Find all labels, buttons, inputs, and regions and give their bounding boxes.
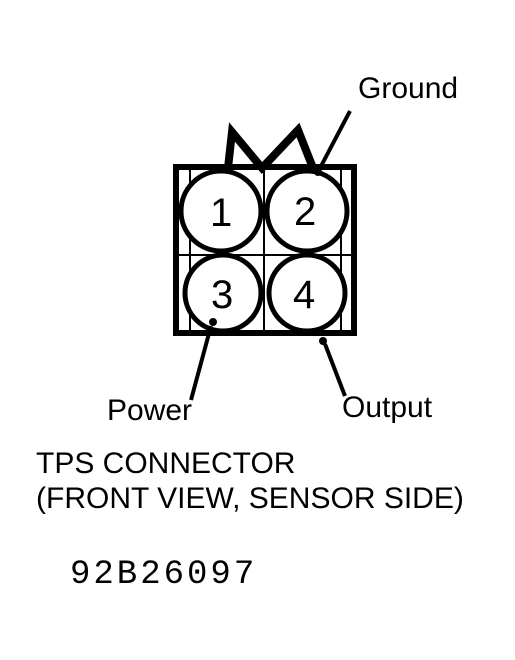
power-leader <box>189 325 213 401</box>
pin-1-number: 1 <box>210 191 233 235</box>
leader-dots <box>209 168 327 345</box>
leader-lines <box>189 110 352 401</box>
caption-title: TPS CONNECTOR <box>36 447 296 480</box>
pin-4-cavity <box>266 252 348 334</box>
pin-3-cavity <box>182 252 264 334</box>
output-label: Output <box>342 391 433 424</box>
output-leader <box>323 343 347 397</box>
power-label: Power <box>107 394 193 427</box>
ground-leader <box>317 110 352 171</box>
pin-1-cavity <box>178 168 264 254</box>
pin-4-number: 4 <box>293 273 316 317</box>
caption-subtitle: (FRONT VIEW, SENSOR SIDE) <box>36 482 464 515</box>
connector-locking-tab <box>224 122 317 175</box>
pin-2-number: 2 <box>294 190 317 234</box>
pin-2-cavity <box>264 168 350 254</box>
ground-label: Ground <box>358 72 459 105</box>
figure-code: 92B26097 <box>70 556 258 594</box>
pin-3-number: 3 <box>211 273 234 317</box>
